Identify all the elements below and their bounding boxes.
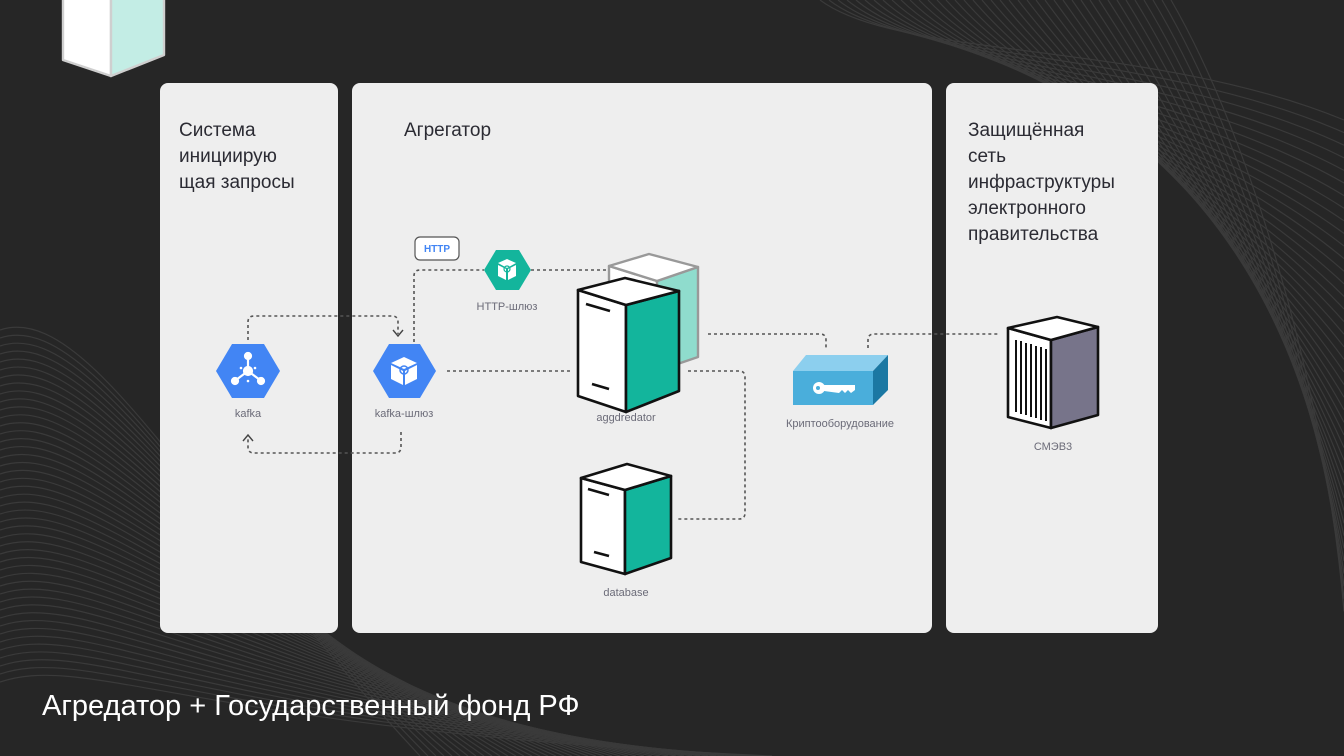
- connector-aggregator-to-crypto: [708, 333, 827, 348]
- wave-line: [1017, 0, 1344, 398]
- arrow-down-icon: [392, 329, 404, 338]
- wave-line: [1053, 0, 1344, 448]
- title-line: Система: [179, 120, 256, 141]
- connector-aggregator-to-database: [678, 370, 746, 520]
- wave-line: [0, 659, 757, 756]
- panel-aggregator-title: Агрегатор: [404, 118, 491, 144]
- aggregator-label: aggdredator: [596, 412, 656, 424]
- http-gateway-node[interactable]: HTTP-шлюз: [477, 250, 538, 313]
- wave-line: [1026, 0, 1344, 411]
- crypto-node[interactable]: Криптооборудование: [786, 355, 894, 430]
- wave-line: [0, 666, 765, 756]
- title-line: Защищённая: [968, 120, 1085, 141]
- connector-crypto-to-smev: [867, 333, 1000, 348]
- wave-line: [1008, 0, 1344, 385]
- wave-line: [1044, 0, 1344, 436]
- http-badge: HTTP: [414, 236, 460, 261]
- kafka-node[interactable]: kafka: [216, 344, 280, 420]
- http-badge-label: HTTP: [424, 244, 450, 255]
- server-icon: [1006, 315, 1100, 430]
- connector-gateway-to-kafka: [247, 432, 402, 454]
- wave-line: [0, 588, 685, 756]
- wave-line: [0, 635, 733, 756]
- title-line: инфраструктуры: [968, 172, 1115, 193]
- panel-gov-network-title: Защищённая сеть инфраструктуры электронн…: [968, 118, 1115, 248]
- smev-label: СМЭВ3: [1034, 441, 1072, 453]
- wave-line: [1170, 0, 1344, 612]
- wave-line: [1071, 0, 1344, 474]
- crypto-label: Криптооборудование: [786, 418, 894, 430]
- kafka-gateway-node[interactable]: kafka-шлюз: [373, 344, 436, 420]
- database-node[interactable]: database: [579, 462, 673, 599]
- panel-initiator-title: Система инициирую щая запросы: [179, 118, 295, 196]
- wave-line: [0, 604, 701, 756]
- wave-line: [0, 596, 693, 756]
- wave-line: [0, 620, 717, 756]
- gateway-cube-icon: [373, 344, 436, 398]
- title-line: электронного: [968, 198, 1086, 219]
- server-icon: [579, 462, 673, 576]
- wave-line: [0, 627, 725, 756]
- smev-node[interactable]: СМЭВ3: [1006, 315, 1100, 453]
- title-line: Агрегатор: [404, 120, 492, 141]
- wave-line: [1062, 0, 1344, 461]
- connectors: [242, 269, 1000, 520]
- title-line: инициирую: [179, 146, 277, 167]
- title-line: щая запросы: [179, 172, 295, 193]
- database-label: database: [603, 587, 648, 599]
- wave-line: [0, 612, 709, 756]
- server-cluster-icon: [576, 276, 681, 414]
- http-gateway-label: HTTP-шлюз: [477, 301, 538, 313]
- wave-line: [0, 651, 749, 756]
- footer-title: Агредатор + Государственный фонд РФ: [42, 690, 580, 722]
- connector-kafka-to-gateway: [247, 315, 399, 340]
- wave-line: [0, 674, 773, 756]
- server-icon: [61, 0, 166, 78]
- title-line: правительства: [968, 224, 1099, 245]
- kafka-label: kafka: [235, 408, 262, 420]
- wave-line: [1035, 0, 1344, 423]
- gateway-cube-icon: [484, 250, 531, 290]
- title-line: сеть: [968, 146, 1007, 167]
- connector-gateway-to-http: [413, 269, 484, 342]
- key-box-icon: [793, 355, 888, 405]
- arrow-up-icon: [242, 433, 254, 442]
- wave-line: [0, 643, 741, 756]
- aggregator-node[interactable]: aggdredator: [61, 0, 700, 424]
- kafka-gateway-label: kafka-шлюз: [375, 408, 434, 420]
